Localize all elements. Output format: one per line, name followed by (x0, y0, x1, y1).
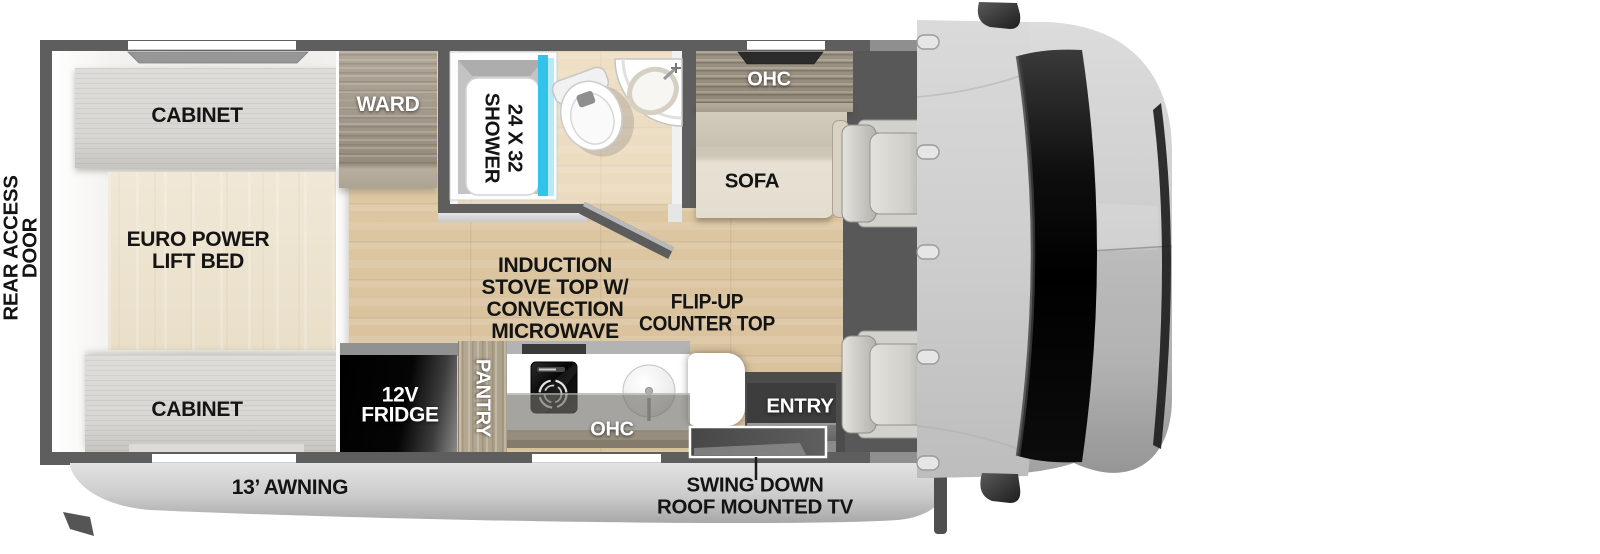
ohc-overlay-highlight (507, 393, 690, 395)
shower-wall-shading (458, 60, 544, 76)
label-ohc-kitchen: OHC (590, 418, 634, 441)
rear-cabinet-top (75, 68, 340, 168)
overhead-cabinet-sofa-front (696, 103, 853, 112)
label-ohc-sofa: OHC (747, 68, 791, 91)
bathroom-wall-corner (668, 204, 682, 222)
awning-arm-right (934, 470, 947, 534)
label-flip-counter: FLIP-UP COUNTER TOP (639, 289, 775, 336)
label-fridge: 12V FRIDGE (361, 383, 439, 427)
fridge-top-slab (340, 343, 458, 356)
range-vent (522, 344, 586, 354)
window-sofa (747, 41, 825, 50)
label-entry: ENTRY (766, 394, 834, 418)
label-cabinet-top: CABINET (151, 104, 243, 128)
wall-top-cab (870, 40, 940, 51)
front-glass-sliver (1153, 103, 1171, 449)
cab-hood-highlight (1092, 203, 1159, 251)
window-bedroom-top (128, 41, 296, 50)
hinge-pill (916, 244, 940, 260)
hinge-pill (916, 34, 940, 50)
mirror-bottom (980, 473, 1021, 503)
label-bed: EURO POWER LIFT BED (126, 228, 270, 273)
hinge-pill (916, 455, 940, 471)
label-rear-access-door: REAR ACCESS DOOR (0, 175, 42, 321)
hinge-pill (916, 349, 940, 365)
cab-rear-panel (917, 20, 1039, 478)
ohc-overlay (507, 393, 690, 448)
entry-well (747, 383, 836, 423)
cab-hinges (916, 34, 940, 471)
bathroom-sink (614, 58, 683, 127)
toilet-flush-button (576, 90, 596, 108)
roof-tv (688, 425, 828, 480)
fridge (340, 355, 457, 454)
label-cabinet-bottom: CABINET (151, 398, 243, 422)
wall-left (40, 40, 52, 465)
awning-fabric (70, 463, 947, 524)
window-kitchen (532, 454, 661, 463)
bathroom-wall-right (682, 51, 696, 208)
rear-cabinet-bottom (85, 355, 340, 452)
driver-seat (841, 119, 927, 228)
label-sofa: SOFA (724, 169, 780, 193)
door-leaf (579, 201, 675, 259)
label-ward: WARD (356, 93, 420, 117)
truck-cab (916, 2, 1173, 503)
windshield (1018, 49, 1097, 463)
sofa-tv-slab (737, 51, 824, 65)
flip-up-counter (688, 353, 745, 426)
wardrobe-front (339, 163, 437, 188)
label-pantry: PANTRY (471, 358, 494, 438)
cooktop-control-slit (539, 368, 556, 371)
door-edge-highlight (582, 201, 675, 252)
cab-roof-seam-bottom (916, 425, 1027, 453)
cab-hood-lower (1074, 246, 1172, 473)
shower-glass (538, 55, 548, 196)
label-tv: SWING DOWN ROOF MOUNTED TV (657, 473, 853, 518)
euro-power-lift-bed (108, 172, 340, 350)
bathroom-wall-bottom-inner (438, 213, 587, 222)
sofa-back (696, 112, 847, 147)
cab-roof-seam-top (916, 73, 1027, 98)
window-bedroom-bottom (152, 454, 296, 463)
window-sill (129, 444, 304, 452)
pantry-cabinet (458, 341, 507, 455)
label-awning: 13’ AWNING (231, 476, 349, 500)
toilet (551, 66, 635, 157)
tv-reflection (694, 443, 806, 455)
cab-hood-seam (1089, 245, 1173, 252)
wall-top (40, 40, 870, 51)
mirror-top (977, 2, 1021, 29)
overhead-cabinet-kitchen (507, 393, 690, 448)
label-shower: 24 X 32 SHOWER (481, 92, 527, 184)
awning-arm-left (63, 512, 94, 536)
shower-stall (449, 51, 558, 201)
hinge-pill (916, 144, 940, 160)
bathroom-wall-right-inner (672, 51, 682, 204)
cab-door-seam (1015, 55, 1036, 457)
bedroom-valance (127, 51, 309, 64)
sofa-seat (696, 147, 834, 218)
label-stove: INDUCTION STOVE TOP W/ CONVECTION MICROW… (481, 253, 629, 344)
sink-basin (627, 66, 679, 116)
bathroom-wall-bottom (438, 204, 587, 213)
ohc-overlay-wood-edge (507, 440, 690, 448)
wardrobe (339, 51, 437, 163)
shower-glass-light (548, 58, 554, 196)
awning (63, 463, 947, 536)
sink-faucet (662, 66, 678, 81)
passenger-seat (841, 330, 927, 439)
bathroom-wall-left (438, 51, 450, 221)
bathroom-door (579, 201, 675, 259)
